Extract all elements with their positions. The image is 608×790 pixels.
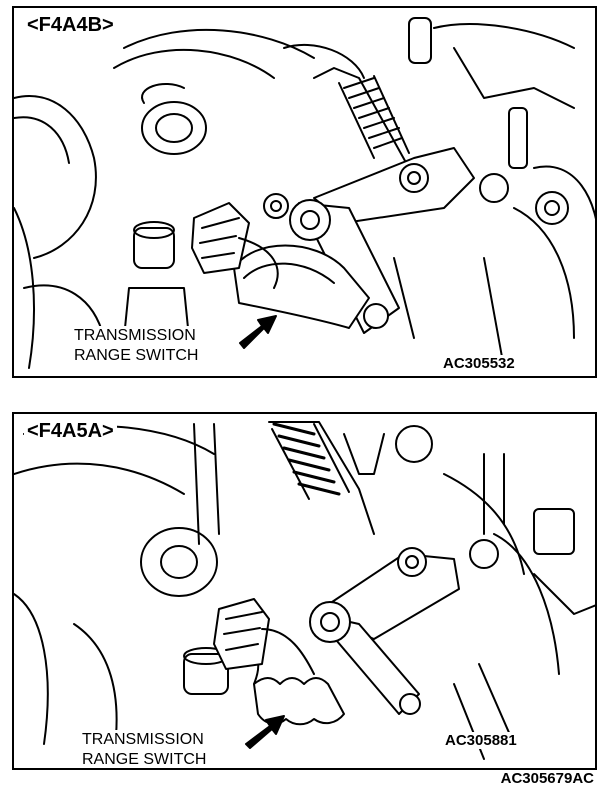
callout-line-2: RANGE SWITCH [74, 347, 199, 364]
figure-code: AC305881 [442, 732, 520, 749]
engine-illustration-f4a5a [14, 421, 595, 760]
document-figure-code: AC305679AC [500, 770, 594, 787]
figure-panel-f4a5a: <F4A5A> TRANSMISSION RANGE SWITCH AC3058… [12, 412, 597, 770]
variant-label: <F4A5A> [24, 420, 117, 443]
callout-line-1: TRANSMISSION [82, 731, 204, 748]
variant-label: <F4A4B> [24, 14, 117, 37]
figure-panel-f4a4b: <F4A4B> TRANSMISSION RANGE SWITCH AC3055… [12, 6, 597, 378]
figure-code: AC305532 [440, 355, 518, 372]
range-switch-callout: TRANSMISSION RANGE SWITCH [72, 326, 201, 366]
callout-line-1: TRANSMISSION [74, 327, 196, 344]
callout-line-2: RANGE SWITCH [82, 751, 207, 768]
engine-illustration-f4a4b [14, 17, 595, 369]
range-switch-callout: TRANSMISSION RANGE SWITCH [80, 730, 209, 768]
